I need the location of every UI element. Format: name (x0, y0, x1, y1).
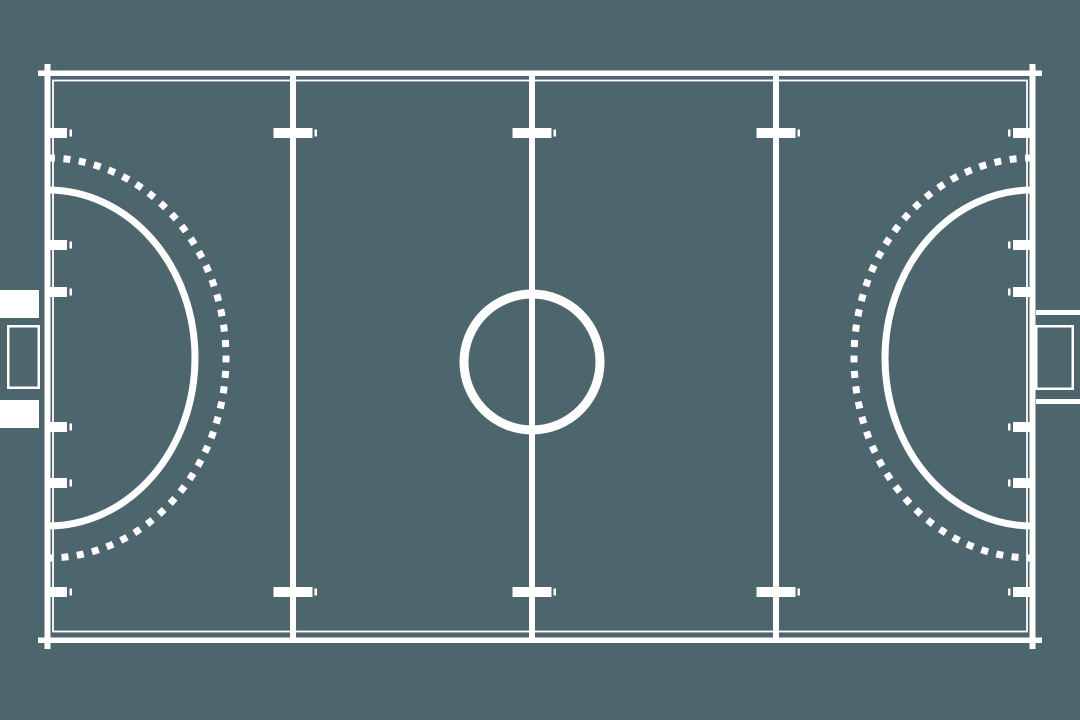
center-top-crossbar-end-dash (553, 129, 556, 137)
left-23-line-bottom-crossbar (273, 587, 313, 597)
left-sideline-tick-6 (45, 587, 67, 597)
left-tick-1-end-dash (69, 129, 72, 137)
left-goal-lower-post-block (0, 400, 39, 428)
right-tick-5-end-dash (1008, 479, 1011, 487)
boundary-top-line (38, 70, 1042, 76)
boundary-left-line (44, 64, 51, 649)
center-circle (459, 289, 605, 435)
left-sideline-tick-2 (45, 240, 67, 250)
left-shooting-circle-dotted (47, 154, 230, 562)
right-tick-4-end-dash (1008, 423, 1011, 431)
boundary-inner-outline (52, 79, 1028, 633)
left-sideline-tick-4 (45, 422, 67, 432)
center-line (529, 74, 535, 640)
right-sideline-tick-4 (1013, 422, 1035, 432)
right-sideline-tick-2 (1013, 240, 1035, 250)
right-goal-lower-bar (1036, 399, 1080, 404)
right-sideline-tick-5 (1013, 478, 1035, 488)
left-tick-6-end-dash (69, 588, 72, 596)
right-tick-3-end-dash (1008, 288, 1011, 296)
right-23-bottom-crossbar-end-dash (797, 588, 800, 596)
right-sideline-tick-1 (1013, 128, 1035, 138)
right-sideline-tick-3 (1013, 287, 1035, 297)
right-23-top-crossbar-end-dash (797, 129, 800, 137)
right-shooting-circle-solid (881, 186, 1033, 530)
boundary-bottom-line (38, 637, 1042, 643)
left-sideline-tick-3 (45, 287, 67, 297)
center-line-top-crossbar (512, 128, 552, 138)
left-tick-4-end-dash (69, 423, 72, 431)
left-goal-box (7, 325, 40, 389)
left-23-meter-line (290, 74, 296, 640)
right-tick-1-end-dash (1008, 129, 1011, 137)
right-tick-6-end-dash (1008, 588, 1011, 596)
center-line-bottom-crossbar (512, 587, 552, 597)
right-tick-2-end-dash (1008, 241, 1011, 249)
right-goal-upper-bar (1036, 310, 1080, 315)
left-23-bottom-crossbar-end-dash (314, 588, 317, 596)
left-goal-upper-post-block (0, 290, 39, 318)
left-shooting-circle-solid (47, 186, 199, 530)
right-23-line-top-crossbar (756, 128, 796, 138)
left-23-top-crossbar-end-dash (314, 129, 317, 137)
right-23-meter-line (773, 74, 779, 640)
center-bottom-crossbar-end-dash (553, 588, 556, 596)
left-sideline-tick-5 (45, 478, 67, 488)
left-tick-5-end-dash (69, 479, 72, 487)
boundary-right-line (1029, 64, 1036, 649)
right-sideline-tick-6 (1013, 587, 1035, 597)
right-23-line-bottom-crossbar (756, 587, 796, 597)
left-tick-3-end-dash (69, 288, 72, 296)
right-shooting-circle-dotted (850, 154, 1033, 562)
left-tick-2-end-dash (69, 241, 72, 249)
left-23-line-top-crossbar (273, 128, 313, 138)
left-sideline-tick-1 (45, 128, 67, 138)
right-goal-box (1035, 325, 1074, 390)
